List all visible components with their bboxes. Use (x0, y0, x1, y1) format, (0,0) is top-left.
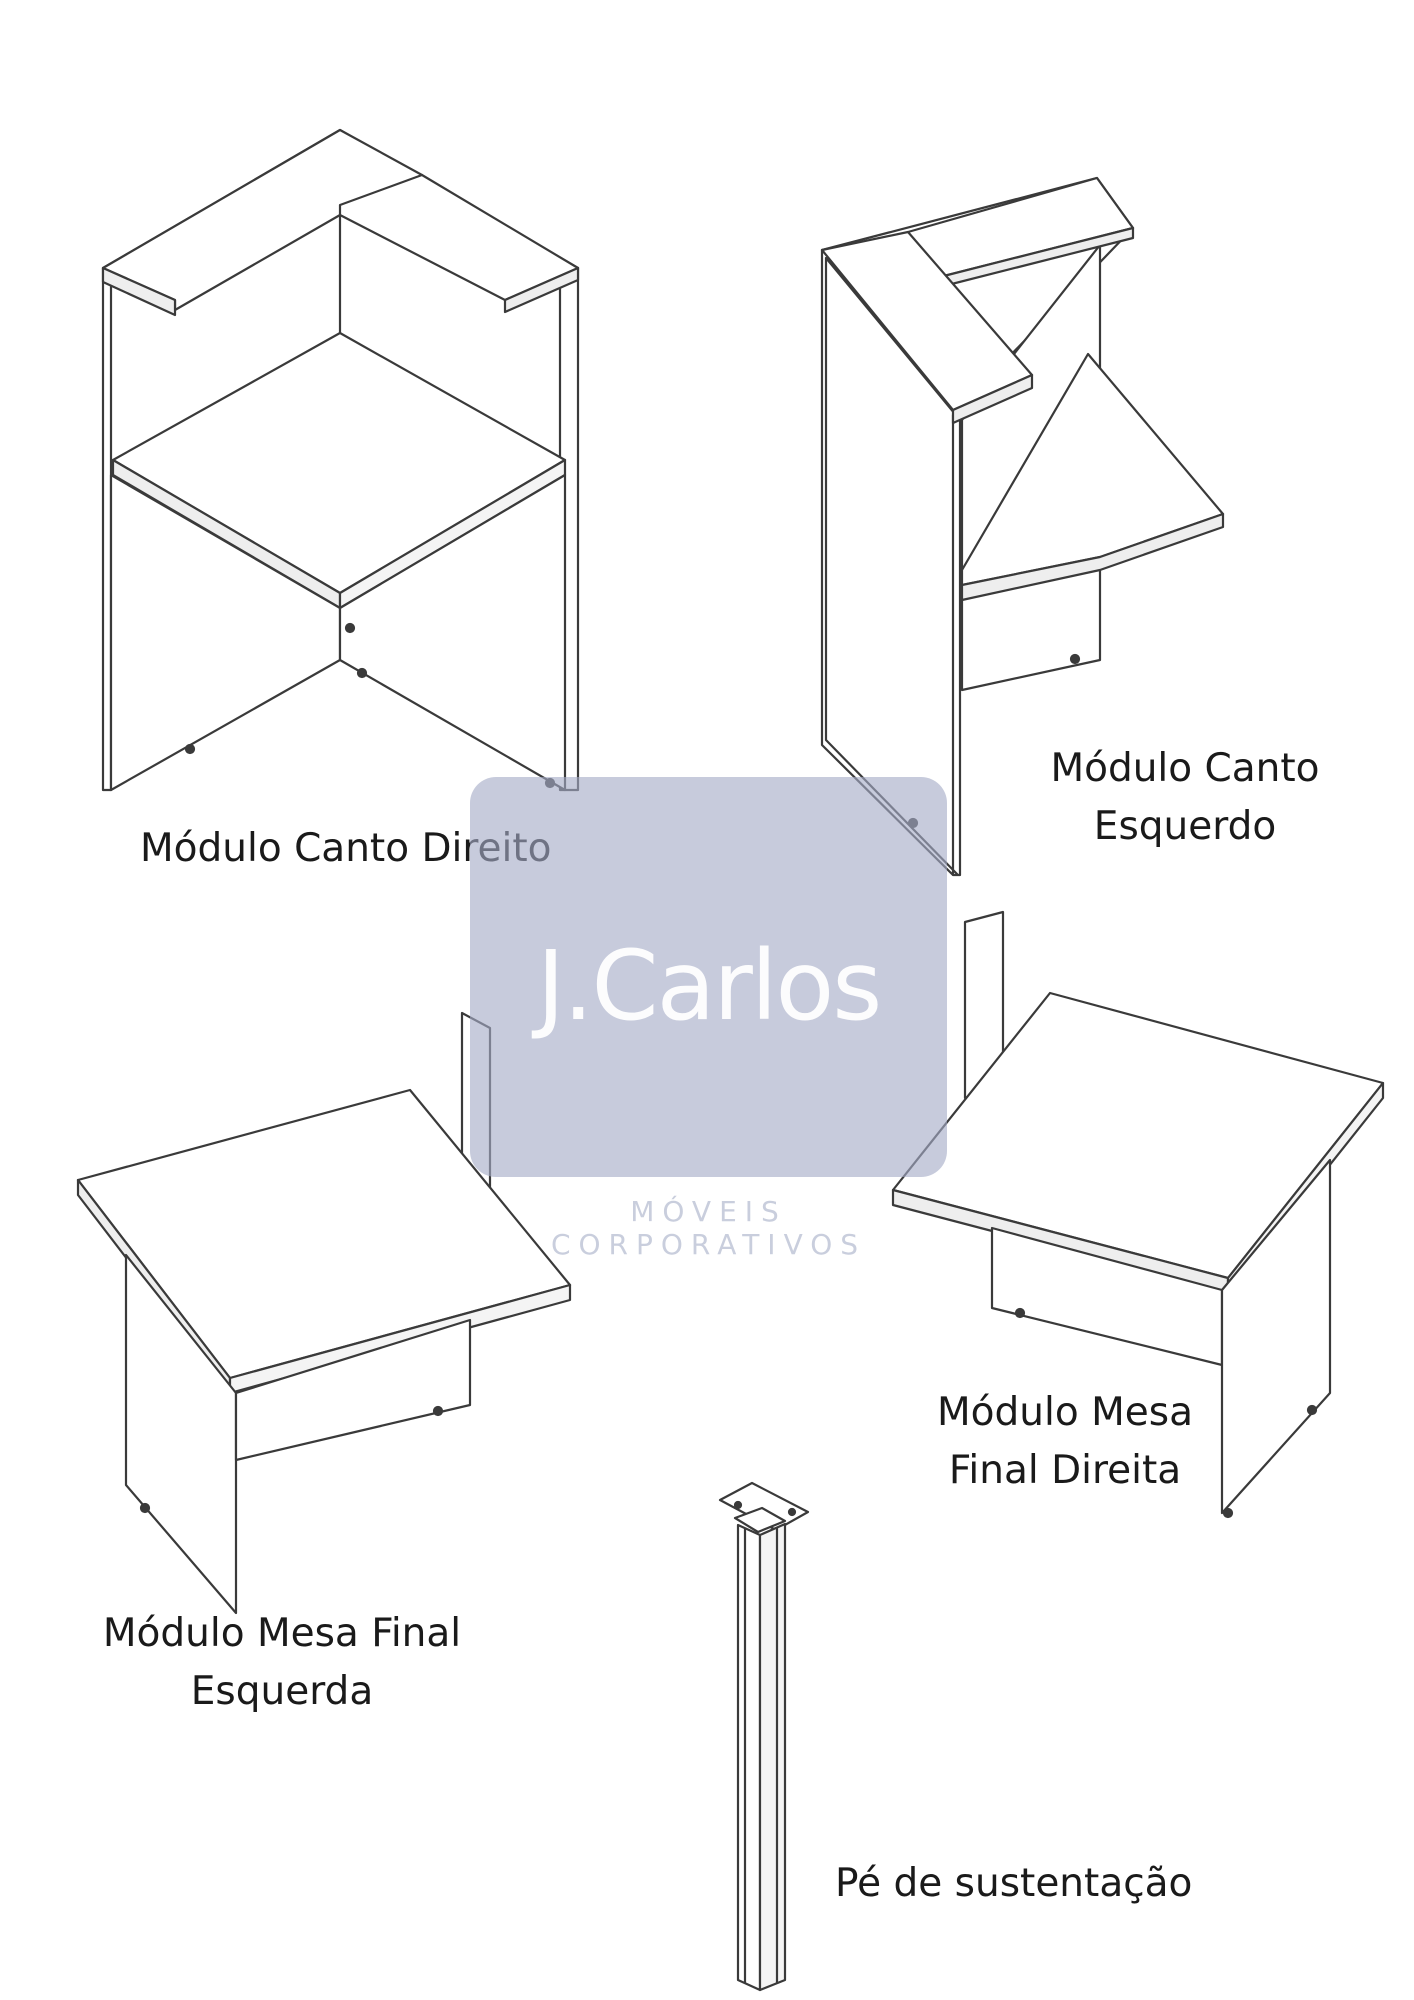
jcarlos-logo: J.Carlos (536, 930, 883, 1042)
label-modulo-mesa-final-esquerda: Módulo Mesa Final Esquerda (102, 1611, 462, 1714)
module-canto-esquerdo-drawing (820, 176, 1225, 877)
module-mesa-final-esquerda-drawing (76, 1011, 572, 1615)
watermark-box (470, 777, 947, 1177)
label-modulo-canto-esquerdo: Módulo Canto Esquerdo (1050, 746, 1320, 849)
watermark-tagline: MÓVEIS CORPORATIVOS (550, 1195, 867, 1261)
support-leg-drawing (718, 1481, 810, 1992)
label-modulo-mesa-final-direita: Módulo Mesa Final Direita (937, 1390, 1193, 1493)
module-canto-direito-drawing (101, 128, 580, 792)
label-pe-sustentacao: Pé de sustentação (835, 1861, 1193, 1906)
module-mesa-final-direita-drawing (891, 910, 1385, 1519)
